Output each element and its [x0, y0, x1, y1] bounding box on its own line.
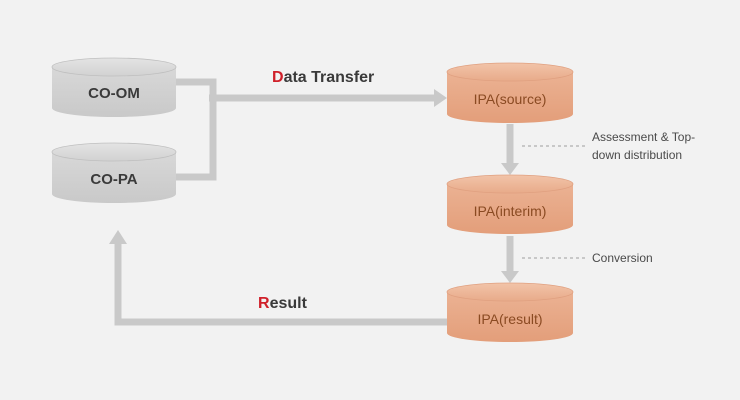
- assessment-note-line2: down distribution: [592, 148, 682, 162]
- ipa-result-label: IPA(result): [477, 311, 542, 327]
- data-transfer-initial: D: [272, 69, 284, 86]
- co-om-cylinder: CO-OM: [51, 57, 177, 117]
- result-initial: R: [258, 295, 270, 312]
- conversion-note: Conversion: [592, 251, 653, 265]
- result-label: Result: [258, 295, 308, 312]
- note-lines: [522, 145, 585, 259]
- data-transfer-arrowhead: [434, 89, 447, 107]
- result-arrowhead: [501, 271, 519, 283]
- interim-arrowhead: [501, 163, 519, 175]
- co-pa-label: CO-PA: [90, 171, 137, 188]
- ipa-result-cylinder: IPA(result): [446, 282, 574, 342]
- ipa-interim-label: IPA(interim): [474, 203, 547, 219]
- co-om-connector: [176, 78, 217, 98]
- assessment-note-line1: Assessment & Top-: [592, 130, 695, 144]
- co-pa-connector: [176, 98, 217, 181]
- ipa-interim-cylinder: IPA(interim): [446, 174, 574, 234]
- connectors: [114, 78, 514, 326]
- arrowheads: [109, 89, 519, 283]
- data-transfer-label: Data Transfer: [272, 69, 374, 86]
- co-om-label: CO-OM: [88, 85, 140, 102]
- result-return-line: [114, 244, 447, 326]
- ipa-source-cylinder: IPA(source): [446, 62, 574, 123]
- return-arrowhead: [109, 230, 127, 244]
- co-pa-cylinder: CO-PA: [51, 142, 177, 203]
- data-transfer-rest: ata Transfer: [284, 69, 375, 86]
- ipa-source-label: IPA(source): [474, 91, 547, 107]
- result-rest: esult: [270, 295, 308, 312]
